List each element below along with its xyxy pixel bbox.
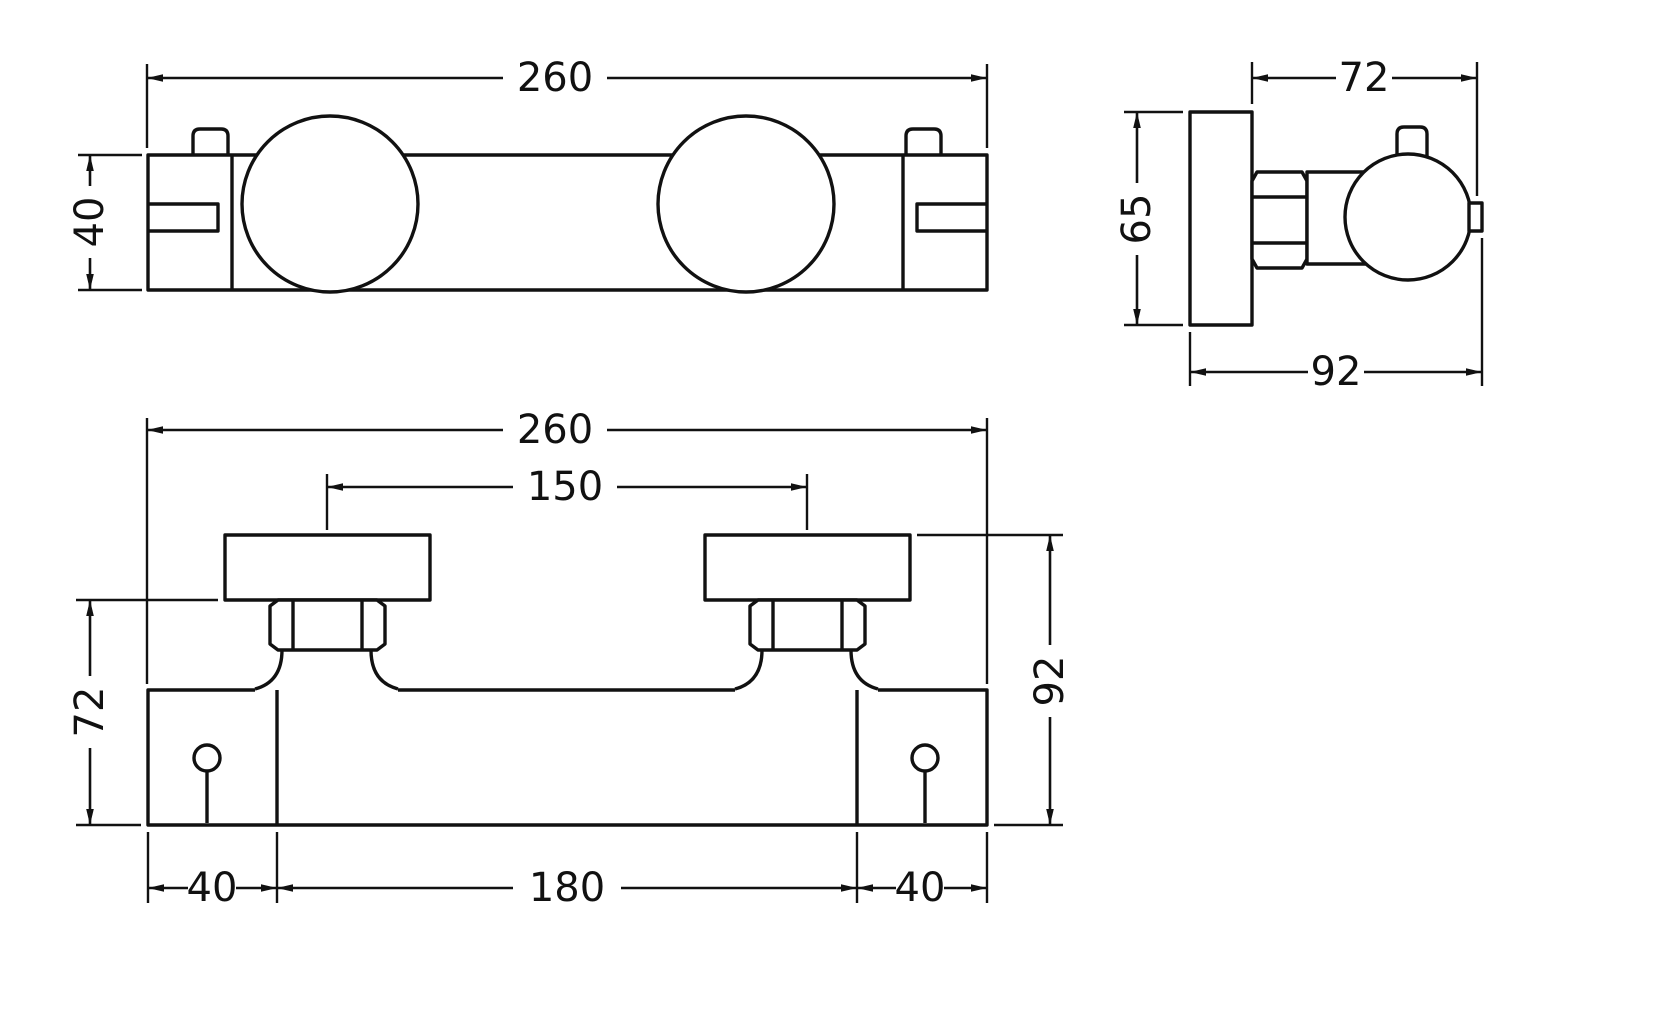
side-view-part [1188, 110, 1484, 327]
hex-nut-profile [1250, 170, 1309, 270]
wall-plate [1188, 110, 1254, 327]
dim-text-top-width: 260 [517, 55, 593, 101]
dim-text-center: 180 [529, 865, 605, 911]
dim-text-front-height-left: 72 [67, 687, 113, 738]
control-knob-circle [1343, 152, 1473, 282]
front-view: 260 150 72 92 [67, 407, 1073, 911]
right-connector-bell [734, 649, 879, 691]
dim-top-width: 260 [145, 55, 989, 148]
dim-top-depth: 40 [67, 153, 142, 292]
dim-text-front-width: 260 [517, 407, 593, 453]
left-connector-bell [254, 649, 399, 691]
left-screw-hole [192, 743, 222, 773]
dim-side-depth: 92 [1188, 238, 1484, 395]
right-screw-boss [904, 127, 943, 156]
override-button-tab [1467, 201, 1484, 233]
left-hex-nut [268, 598, 387, 652]
dim-text-mask [188, 868, 236, 908]
side-view: 72 65 92 [1114, 55, 1484, 395]
dim-text-left-end: 40 [187, 865, 238, 911]
dim-text-mask [503, 410, 607, 450]
left-end-slot [148, 202, 220, 233]
dim-side-height: 65 [1114, 110, 1183, 327]
dim-text-mask [68, 676, 112, 748]
dim-text-inlet-spacing: 150 [527, 464, 603, 510]
dim-text-front-height-right: 92 [1027, 656, 1073, 707]
dim-text-mask [513, 868, 621, 908]
right-end-slot [915, 202, 987, 233]
dim-text-mask [1308, 352, 1364, 392]
dim-text-mask [503, 58, 607, 98]
dim-text-mask [1336, 58, 1392, 98]
right-hex-nut [748, 598, 867, 652]
top-view-part [146, 114, 989, 294]
dim-text-mask [1115, 183, 1159, 255]
right-wall-plate [703, 533, 912, 602]
dim-text-mask [513, 467, 617, 507]
left-valve-circle [240, 114, 420, 294]
dim-bottom-chain: 40 180 40 [146, 832, 989, 911]
top-screw-boss [1395, 125, 1429, 160]
right-valve-circle [656, 114, 836, 294]
dim-front-width: 260 [145, 407, 989, 684]
right-screw-hole [910, 743, 940, 773]
dim-text-mask [1028, 645, 1072, 717]
top-view: 260 40 [67, 55, 989, 294]
left-wall-plate [223, 533, 432, 602]
dim-text-top-depth: 40 [67, 197, 113, 248]
dim-text-mask [896, 868, 944, 908]
dim-front-height-right: 92 [917, 533, 1073, 827]
dim-inlet-spacing: 150 [325, 464, 809, 530]
left-screw-boss [191, 127, 230, 156]
dim-front-height-left: 72 [67, 598, 218, 827]
dim-text-right-end: 40 [895, 865, 946, 911]
bar-body-outline [146, 688, 989, 827]
dim-text-side-height: 65 [1114, 194, 1160, 245]
front-view-part [146, 533, 989, 827]
dim-text-side-width: 72 [1339, 55, 1390, 101]
dim-side-width: 72 [1250, 55, 1479, 196]
dim-text-mask [68, 186, 112, 258]
dim-text-side-depth: 92 [1311, 349, 1362, 395]
